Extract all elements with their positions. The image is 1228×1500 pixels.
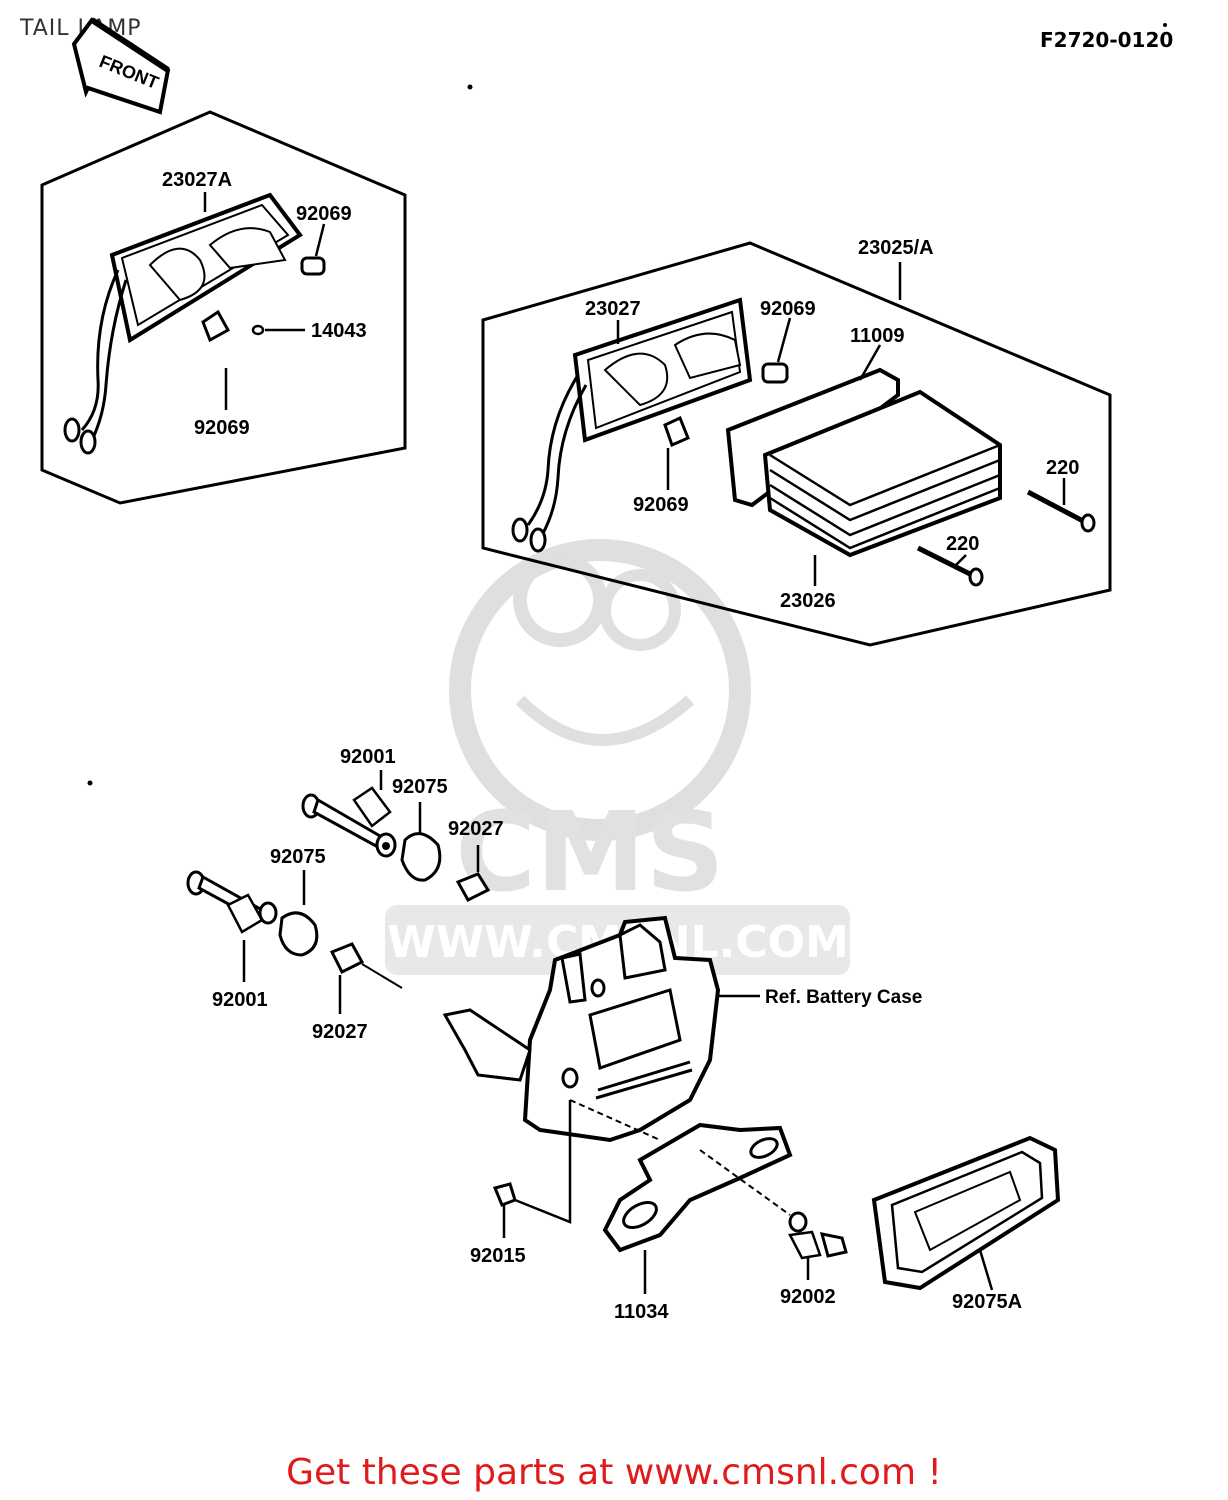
reference-battery-case: Ref. Battery Case <box>765 987 922 1008</box>
front-arrow-icon: FRONT <box>71 17 171 115</box>
part-label-92069: 92069 <box>760 298 816 320</box>
bracket-assembly <box>442 915 1061 1294</box>
part-label-92001: 92001 <box>340 746 396 768</box>
right-lamp-assembly <box>481 241 1112 647</box>
part-label-92075A: 92075A <box>952 1291 1022 1313</box>
left-lamp-assembly <box>40 110 407 505</box>
part-label-23027: 23027 <box>585 298 641 320</box>
part-label-92075: 92075 <box>270 846 326 868</box>
diagram-reference-code: F2720-0120 <box>1040 28 1174 52</box>
watermark: CMS WWW.CMSNL.COM <box>385 539 850 975</box>
part-label-23027A: 23027A <box>162 169 232 191</box>
part-label-11009: 11009 <box>850 325 905 347</box>
part-label-92027: 92027 <box>312 1021 368 1043</box>
part-label-92069: 92069 <box>296 203 352 225</box>
part-label-92001: 92001 <box>212 989 268 1011</box>
mounting-hardware <box>186 770 491 1014</box>
part-label-220: 220 <box>946 533 979 555</box>
part-label-92069: 92069 <box>633 494 689 516</box>
part-label-92069: 92069 <box>194 417 250 439</box>
part-label-92015: 92015 <box>470 1245 526 1267</box>
part-label-14043: 14043 <box>311 320 367 342</box>
part-label-92027: 92027 <box>448 818 504 840</box>
part-label-11034: 11034 <box>614 1301 669 1323</box>
part-label-220: 220 <box>1046 457 1079 479</box>
watermark-brand: CMS <box>455 788 724 916</box>
watermark-mascot-icon <box>449 539 751 841</box>
part-label-23026: 23026 <box>780 590 836 612</box>
footer-cta-link[interactable]: Get these parts at www.cmsnl.com ! <box>286 1452 942 1493</box>
part-label-23025A: 23025/A <box>858 237 934 259</box>
part-label-92075: 92075 <box>392 776 448 798</box>
part-label-92002: 92002 <box>780 1286 836 1308</box>
